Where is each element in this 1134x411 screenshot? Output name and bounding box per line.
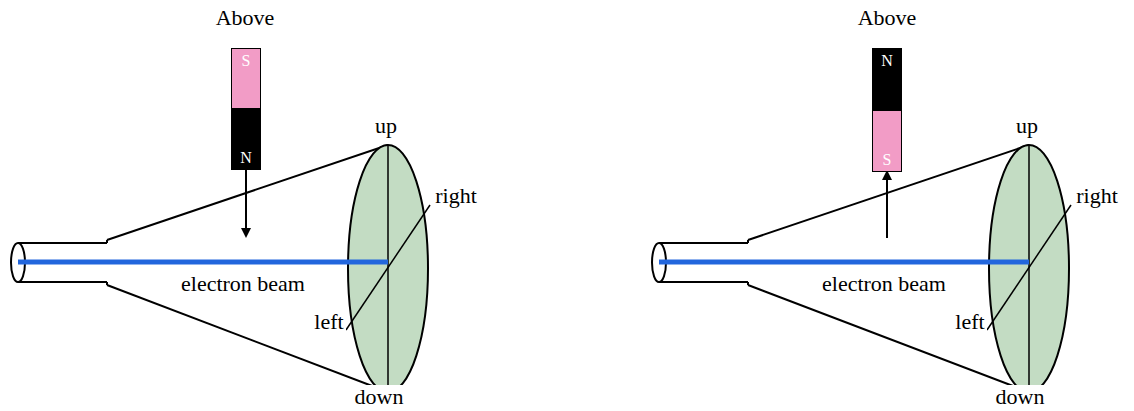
motion-arrow <box>245 170 247 236</box>
beam-label: electron beam <box>179 272 307 296</box>
motion-arrow <box>886 172 888 238</box>
direction-label: down <box>994 385 1047 409</box>
view-label: Above <box>856 6 919 30</box>
direction-label: up <box>1014 114 1040 138</box>
direction-label: down <box>353 385 406 409</box>
direction-label: right <box>433 184 479 208</box>
pole-letter: S <box>242 49 251 72</box>
pole-letter: N <box>240 146 252 169</box>
beam-label: electron beam <box>820 272 948 296</box>
direction-label: left <box>312 310 345 334</box>
view-label: Above <box>214 6 277 30</box>
direction-label: left <box>953 310 986 334</box>
crt-tube <box>652 145 1071 392</box>
magnet-pole: S <box>231 48 261 109</box>
direction-label: up <box>373 114 399 138</box>
pole-letter: N <box>881 49 893 72</box>
pole-letter: S <box>883 148 892 171</box>
direction-label: right <box>1074 184 1120 208</box>
magnet-pole: N <box>872 48 902 111</box>
magnet-pole: N <box>231 108 261 170</box>
crt-tube <box>11 145 430 392</box>
magnet-pole: S <box>872 110 902 172</box>
